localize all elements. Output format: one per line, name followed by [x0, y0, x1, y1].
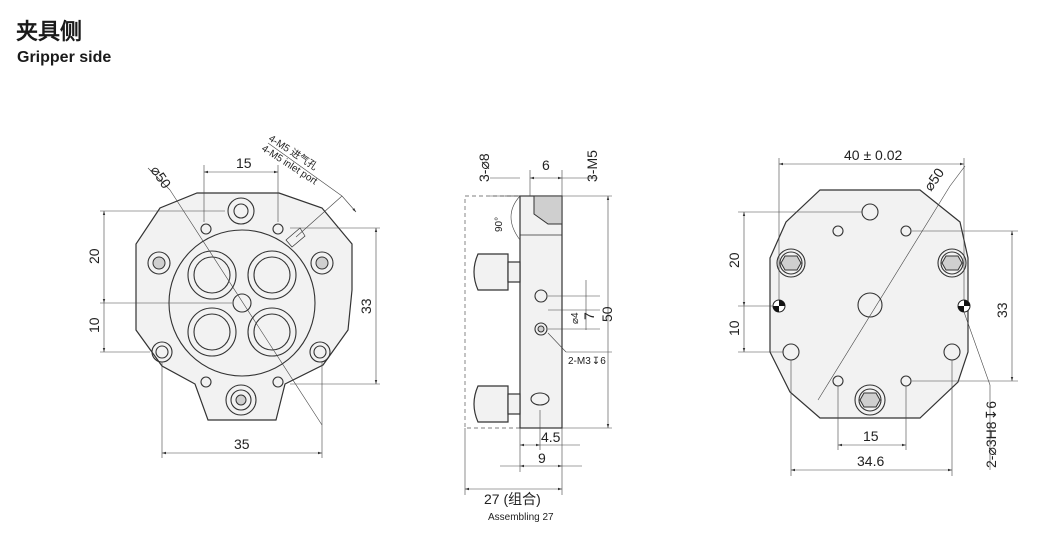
dowel-pins: [772, 299, 971, 313]
dim-angle-90: 90°: [494, 217, 505, 232]
page-subtitle: Gripper side: [17, 49, 112, 66]
dim-20: 20: [86, 248, 102, 264]
dim-50: 50: [599, 306, 615, 322]
dim-33: 33: [358, 298, 374, 314]
fitting-bottom: [473, 385, 521, 423]
dim-34-6: 34.6: [857, 453, 884, 469]
dim-9: 9: [538, 450, 546, 466]
dim-27-assembly: 27 (组合): [484, 491, 541, 507]
dim-15: 15: [236, 155, 252, 171]
hex-screw-bottom: [854, 384, 886, 416]
dim-d4: ⌀4: [570, 312, 581, 324]
dim-33-back: 33: [994, 302, 1010, 318]
hex-screw-right: [937, 248, 967, 278]
assembling-label: Assembling 27: [488, 512, 554, 523]
dim-10: 10: [86, 317, 102, 333]
screw-left: [147, 251, 171, 275]
page-title: 夹具侧: [16, 20, 83, 45]
dim-15-back: 15: [863, 428, 879, 444]
dim-diameter-50-back: ⌀50: [920, 165, 947, 194]
back-view: 40 ± 0.02 ⌀50 20 10 33 15 34.6 2-⌀3H8↧6: [726, 147, 1018, 476]
inlet-ports: [187, 250, 297, 357]
screw-right: [310, 251, 334, 275]
dim-20-back: 20: [726, 252, 742, 268]
front-view-outline: [135, 192, 353, 421]
top-boss: [227, 197, 255, 225]
dim-10-back: 10: [726, 320, 742, 336]
dim-35: 35: [234, 436, 250, 452]
dim-4-5: 4.5: [541, 429, 561, 445]
fitting-top: [473, 253, 521, 291]
side-view: 3-⌀8 6 3-M5 90° ⌀4 7 50 2-M3↧6 4.5 9 27 …: [464, 150, 615, 523]
dim-6: 6: [542, 157, 550, 173]
dim-3-d8: 3-⌀8: [476, 153, 492, 182]
hex-screw-left: [776, 248, 806, 278]
back-view-outline: [769, 189, 969, 419]
dim-pin-2-d3h8: 2-⌀3H8↧6: [983, 401, 999, 468]
dim-7: 7: [581, 312, 597, 320]
dim-2-m3: 2-M3↧6: [568, 356, 606, 367]
bottom-boss: [225, 384, 257, 416]
center-hole: [232, 293, 252, 313]
dim-diameter-50: ⌀50: [148, 163, 175, 192]
dim-40-tolerance: 40 ± 0.02: [844, 147, 902, 163]
front-view: 15 ⌀50 4-M5 进气孔 4-M5 inlet port 20 10 33…: [86, 132, 380, 458]
dim-3-m5: 3-M5: [584, 150, 600, 182]
